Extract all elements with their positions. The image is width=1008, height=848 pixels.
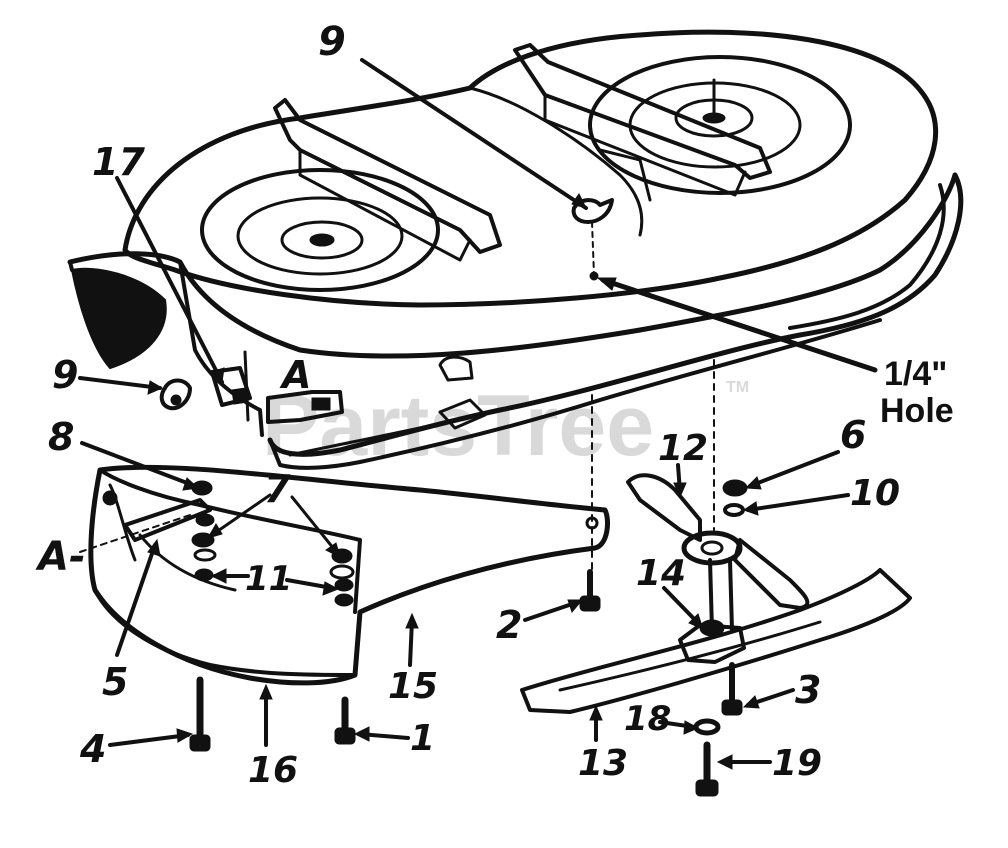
washer-part-18 [693, 718, 721, 736]
callout-16: 16 [248, 750, 298, 791]
callout-14: 14 [636, 553, 686, 594]
bolt-part-1 [334, 696, 356, 745]
bolt-part-3 [721, 662, 743, 716]
callout-8: 8 [48, 415, 74, 459]
mower-deck-housing [67, 29, 964, 470]
callout-17: 17 [92, 140, 145, 184]
wing-clip-left [159, 378, 192, 411]
callout-1: 1 [410, 718, 435, 759]
washer-part-10 [723, 503, 745, 517]
callout-6: 6 [840, 413, 866, 457]
callout-12: 12 [658, 428, 708, 469]
callout-10: 10 [850, 473, 900, 514]
callout-a-upper: A [279, 353, 311, 397]
callout-11: 11 [245, 559, 292, 599]
nut-washer-stack-right [329, 548, 355, 607]
leader-lines [78, 58, 878, 770]
callout-2: 2 [496, 603, 522, 647]
callout-18: 18 [624, 699, 671, 739]
pin-tab-a [266, 390, 344, 424]
svg-text:TM: TM [726, 379, 749, 396]
bracket-part-17 [210, 366, 252, 407]
callout-3: 3 [795, 668, 821, 712]
callout-15: 15 [388, 666, 438, 707]
hole-note-size: 1/4" [884, 355, 947, 393]
callout-9-left: 9 [52, 353, 78, 397]
callout-9-top: 9 [318, 19, 346, 65]
hole-note-label: Hole [880, 392, 954, 430]
callout-a-lower: A- [35, 534, 86, 580]
nut-part-6 [722, 479, 748, 497]
bolt-part-2 [579, 569, 601, 612]
callout-19: 19 [772, 743, 822, 784]
blade-part-13 [520, 568, 912, 714]
bolt-part-19 [695, 741, 719, 797]
callout-4: 4 [79, 727, 106, 771]
adapter-part-14 [678, 619, 746, 664]
spindle-shaft [708, 359, 734, 632]
wing-clip-top [571, 198, 614, 224]
callout-labels: 9 17 9 A 8 7 A- 11 5 15 4 16 1 2 12 6 10… [35, 19, 954, 791]
bolt-part-4 [189, 676, 211, 752]
callout-5: 5 [102, 660, 128, 704]
blade-guard-part-15 [88, 464, 610, 686]
callout-7: 7 [264, 467, 291, 511]
callout-13: 13 [578, 743, 628, 784]
